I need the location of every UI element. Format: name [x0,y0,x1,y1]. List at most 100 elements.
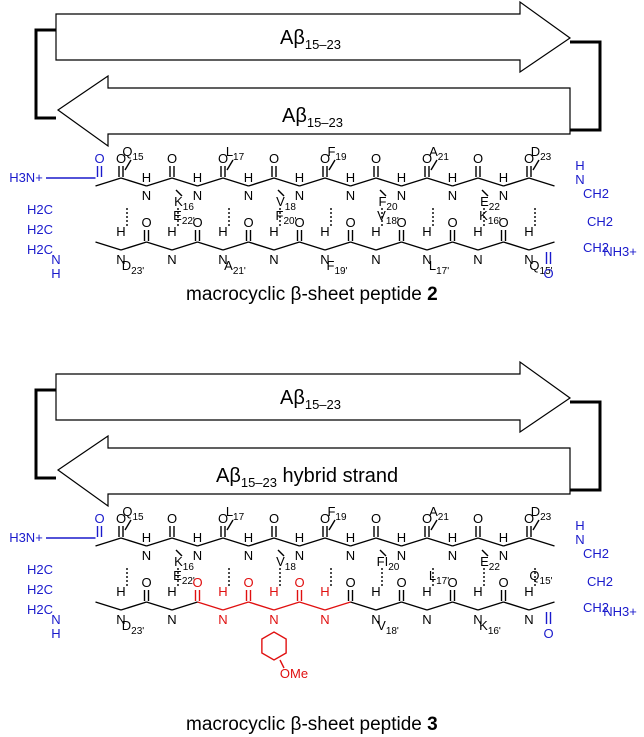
side-chain-bond [277,189,285,197]
backbone-bond-bottom [146,241,173,251]
carbonyl-oxygen: O [320,151,330,166]
residue-number: 23 [540,512,552,523]
residue-label: Q15 [122,144,144,163]
amide-hydrogen: H [346,530,355,545]
backbone-bond-bottom [273,241,300,251]
carbonyl-oxygen: O [269,511,279,526]
amide-hydrogen: H [244,530,253,545]
backbone-bond-top [273,537,300,547]
residue-letter: E [173,568,182,583]
carbonyl-oxygen: O [498,575,508,590]
backbone-bond-bottom [503,241,530,251]
backbone-bond-bottom [171,241,198,251]
residue-letter: FI [377,554,389,569]
amide-nitrogen: N [193,548,202,563]
backbone-bond-bottom [477,601,504,611]
strand-diagram-2: Aβ15–23 Aβ15–23 [34,0,602,148]
amide-hydrogen: H [397,530,406,545]
amide-nitrogen: N [193,188,202,203]
residue-letter: V [276,194,285,209]
amide-hydrogen: H [142,170,151,185]
residue-label: F19 [327,504,347,523]
carbonyl-oxygen: O [498,215,508,230]
strand-arrow-forward [55,360,572,434]
ammonium-right: NH3+ [603,244,637,259]
residue-letter: F [327,504,335,519]
benzene-ring [261,631,287,661]
loop-bracket-left [34,28,56,120]
residue-number: 23' [131,626,144,637]
residue-letter: V [377,208,386,223]
residue-letter: Q [529,258,539,273]
ammonium-left: H3N+ [9,530,43,545]
residue-number: 15 [133,152,145,163]
residue-label: V18' [377,618,399,637]
residue-number: 15' [540,576,553,587]
carbonyl-oxygen: O [371,151,381,166]
amide-hydrogen: H [193,170,202,185]
backbone-bond-top [503,537,530,547]
backbone-bond-bottom [324,241,351,251]
residue-label: A21 [429,504,449,523]
residue-label: V18 [276,554,296,573]
backbone-bond-bottom [426,241,453,251]
backbone-bond-top [299,537,326,547]
backbone-bond-bottom [299,241,326,251]
residue-number: 23 [540,152,552,163]
carbonyl-oxygen: O [243,575,253,590]
backbone-bond-bottom [248,601,275,611]
residue-number: 20 [386,202,398,213]
backbone-bond-top [222,177,249,187]
carbonyl-oxygen: O [371,511,381,526]
backbone-bond-top [120,537,147,547]
carbonyl-oxygen: O [345,215,355,230]
ch2-right: CH2 [583,546,609,561]
residue-label: FI20 [377,554,400,573]
loop-bracket-right [570,400,602,492]
backbone-bond-top [299,177,326,187]
carbonyl-oxygen: O [396,575,406,590]
residue-label: D23 [531,144,552,163]
amide-nitrogen: N [524,612,533,627]
backbone-bond-bottom [452,241,479,251]
amide-hydrogen-right: H [575,158,584,173]
side-chain-bond [532,519,540,531]
carbonyl-oxygen-left: O [94,511,104,526]
backbone-bond-top [324,537,351,547]
residue-label: A21 [429,144,449,163]
amide-hydrogen: H [167,584,176,599]
residue-letter: L [429,568,436,583]
residue-number: 17 [233,512,245,523]
carbonyl-oxygen: O [243,215,253,230]
amide-nitrogen: N [473,612,482,627]
backbone-bond-top [350,537,377,547]
backbone-bond-top [120,177,147,187]
backbone-bond-bottom [350,601,377,611]
residue-letter: K [174,554,183,569]
amide-hydrogen: H [218,584,227,599]
amide-hydrogen: H [116,224,125,239]
residue-letter: Q [122,144,132,159]
carbonyl-oxygen: O [473,511,483,526]
amide-hydrogen: H [269,584,278,599]
residue-number: 16 [183,202,195,213]
strand-arrow-reverse [56,74,571,148]
amide-nitrogen-left: N [51,612,60,627]
residue-label: K16' [479,208,501,227]
side-chain-bond [175,189,183,197]
residue-letter: D [531,144,540,159]
carbonyl-oxygen: O [422,151,432,166]
residue-label: L17 [226,144,245,163]
amide-hydrogen: H [269,224,278,239]
side-chain-bond [430,159,438,171]
carbonyl-oxygen: O [294,215,304,230]
molecule-peptide-2: ONHONHONHONHONHONHONHONHOQ15K16L17V18F19… [9,144,637,281]
amide-nitrogen-left: N [51,252,60,267]
side-chain-bond [175,549,183,557]
residue-number: 15' [540,266,553,277]
residue-label: K16 [174,554,194,573]
bottom-arrow-label: Aβ15–23 [282,105,343,130]
backbone-bond-bottom [95,241,122,251]
ch2-right: CH2 [583,186,609,201]
